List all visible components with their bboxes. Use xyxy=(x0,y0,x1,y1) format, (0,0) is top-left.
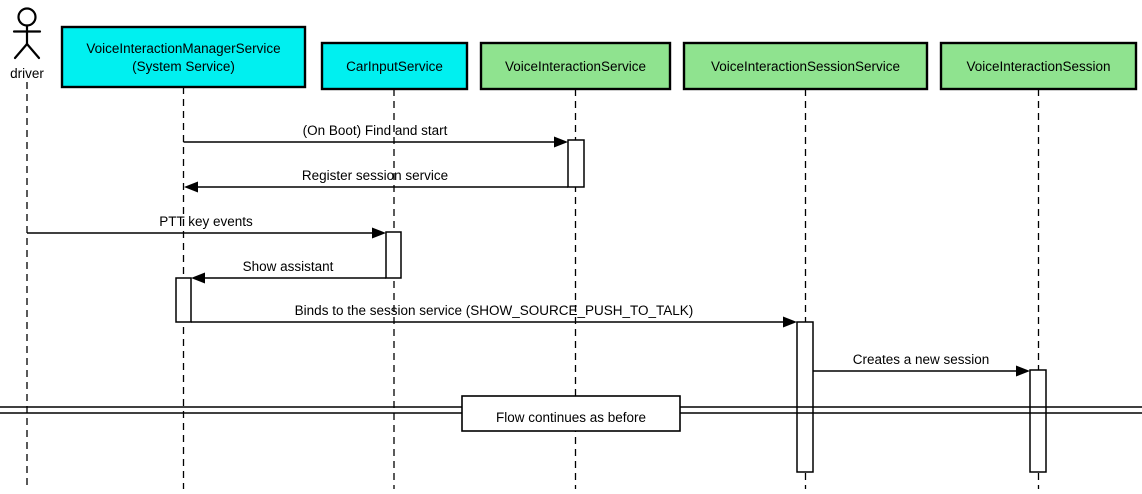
participant-label-line2: (System Service) xyxy=(132,59,235,74)
message-on-boot-find-and-start: (On Boot) Find and start xyxy=(183,123,568,148)
actor-driver-label: driver xyxy=(10,66,44,81)
message-label: Register session service xyxy=(302,168,448,183)
participant-voice-interaction-service: VoiceInteractionService xyxy=(479,41,672,91)
arrowhead-right-icon xyxy=(783,316,797,328)
participant-label-line1: VoiceInteractionManagerService xyxy=(86,41,280,56)
message-binds-to-session-service: Binds to the session service (SHOW_SOURC… xyxy=(191,303,797,328)
arrowhead-left-icon xyxy=(191,272,205,284)
arrowhead-right-icon xyxy=(554,136,568,148)
activation-bars xyxy=(175,139,1047,473)
divider-flow-continues: Flow continues as before xyxy=(0,395,1142,432)
message-show-assistant: Show assistant xyxy=(191,259,386,284)
activation-voice-interaction-manager-service xyxy=(175,277,192,323)
message-label: Show assistant xyxy=(243,259,334,274)
arrowhead-left-icon xyxy=(184,181,198,193)
message-label: (On Boot) Find and start xyxy=(303,123,448,138)
divider-label: Flow continues as before xyxy=(496,410,646,425)
participant-box-voice-interaction-session-service xyxy=(682,41,929,91)
participant-voice-interaction-manager-service: VoiceInteractionManagerService (System S… xyxy=(60,25,307,89)
participant-box-voice-interaction-manager-service xyxy=(60,25,307,89)
arrowhead-right-icon xyxy=(1016,365,1030,377)
participants: VoiceInteractionManagerService (System S… xyxy=(60,25,1138,91)
participant-car-input-service: CarInputService xyxy=(320,41,469,91)
activation-voice-interaction-session xyxy=(1029,369,1047,473)
participant-box-voice-interaction-service xyxy=(479,41,672,91)
actor-leg-right xyxy=(25,42,41,60)
message-label: Binds to the session service (SHOW_SOURC… xyxy=(295,303,694,318)
participant-label: VoiceInteractionSessionService xyxy=(711,59,900,74)
participant-label: VoiceInteractionSession xyxy=(966,59,1110,74)
message-label: PTT key events xyxy=(159,214,253,229)
activation-car-input-service xyxy=(385,231,402,279)
message-creates-a-new-session: Creates a new session xyxy=(813,352,1030,377)
arrowhead-right-icon xyxy=(372,227,386,239)
person-icon xyxy=(12,7,42,60)
activation-voice-interaction-session-service xyxy=(796,321,814,473)
messages: (On Boot) Find and start Register sessio… xyxy=(27,123,1030,377)
activation-voice-interaction-service xyxy=(567,139,585,188)
participant-box-voice-interaction-session xyxy=(939,41,1138,91)
actor-driver: driver xyxy=(10,7,44,81)
participant-voice-interaction-session: VoiceInteractionSession xyxy=(939,41,1138,91)
message-label: Creates a new session xyxy=(853,352,990,367)
message-ptt-key-events: PTT key events xyxy=(27,214,386,239)
actor-leg-left xyxy=(13,42,29,60)
participant-label: CarInputService xyxy=(346,59,443,74)
divider-box xyxy=(461,395,681,432)
participant-label: VoiceInteractionService xyxy=(505,59,646,74)
participant-voice-interaction-session-service: VoiceInteractionSessionService xyxy=(682,41,929,91)
message-register-session-service: Register session service xyxy=(184,168,568,193)
participant-box-car-input-service xyxy=(320,41,469,91)
